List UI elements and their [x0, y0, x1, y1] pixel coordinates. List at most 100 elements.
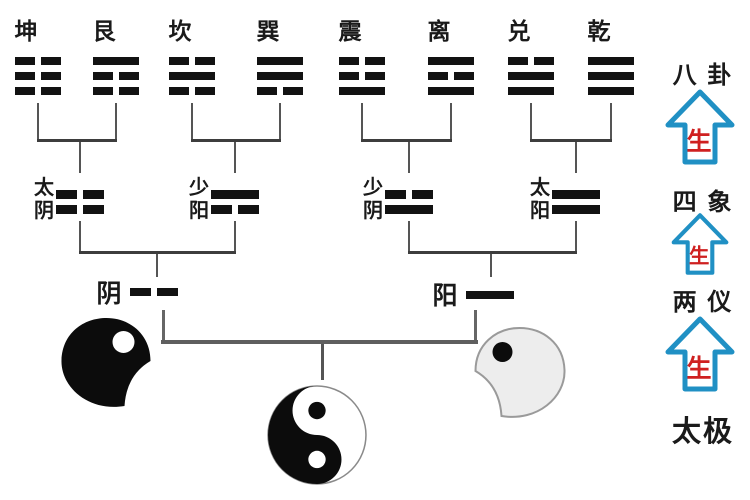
trigram-dui-line3-solid: [508, 87, 554, 95]
trigram-li-line3-solid: [428, 87, 474, 95]
connector-line: [156, 254, 158, 277]
four-image-name-taiyin: 太: [34, 177, 54, 199]
trigram-name-kan: 坎: [168, 18, 192, 44]
trigram-qian-line1: [588, 57, 634, 65]
trigram-gen-line3-broken-seg: [119, 87, 139, 95]
connector-line: [37, 139, 117, 142]
trigram-name-qian: 乾: [587, 18, 611, 44]
two-form-name-yin: 阴: [96, 280, 122, 308]
trigram-qian-line2-solid: [588, 72, 634, 80]
trigram-kun-line2-broken-seg: [15, 72, 35, 80]
trigram-kun-line1-broken-seg: [15, 57, 35, 65]
two-form-yang-line: [466, 291, 514, 299]
connector-line: [279, 103, 281, 139]
trigram-li-line1: [428, 57, 474, 65]
connector-line: [320, 344, 324, 380]
four-image-shaoyang-line1: [211, 190, 259, 199]
trigram-zhen-line3-solid: [339, 87, 385, 95]
connector-line: [575, 221, 577, 251]
four-image-name-taiyang: 阳: [530, 200, 550, 222]
trigram-zhen-line2-broken-seg: [365, 72, 385, 80]
four-image-taiyin-line2-broken-seg: [83, 205, 104, 214]
trigram-gen-line3-broken-seg: [93, 87, 113, 95]
trigram-xun-line3-broken-seg: [257, 87, 277, 95]
trigram-kan-line3-broken-seg: [195, 87, 215, 95]
trigram-kan-line1-broken-seg: [169, 57, 189, 65]
level-label-sixiang: 四 象: [672, 189, 734, 216]
four-image-shaoyang-line2: [211, 205, 259, 214]
connector-line: [79, 142, 81, 173]
trigram-zhen-line2-broken-seg: [339, 72, 359, 80]
trigram-gen-line1-solid: [93, 57, 139, 65]
four-image-taiyang-line2: [552, 205, 600, 214]
connector-line: [408, 142, 410, 173]
trigram-name-li: 离: [427, 18, 451, 44]
connector-line: [361, 139, 452, 142]
trigram-gen-line2: [93, 72, 139, 80]
trigram-name-dui: 兑: [507, 18, 531, 44]
connector-line: [161, 340, 478, 344]
trigram-li-line2: [428, 72, 474, 80]
two-form-name-yang: 阳: [432, 282, 458, 310]
four-image-shaoyin-line1-broken-seg: [412, 190, 433, 199]
generates-arrow-icon: 生: [665, 89, 735, 165]
trigram-zhen-line2: [339, 72, 385, 80]
trigram-kan-line3: [169, 87, 215, 95]
four-image-taiyang-line1-solid: [552, 190, 600, 199]
four-image-taiyin-line1: [56, 190, 104, 199]
connector-line: [79, 221, 81, 251]
connector-line: [361, 103, 363, 139]
yin-fish-eye: [112, 331, 135, 353]
trigram-li-line2-broken-seg: [428, 72, 448, 80]
trigram-xun-line1-solid: [257, 57, 303, 65]
yang-fish-symbol: [474, 326, 566, 418]
connector-line: [79, 251, 236, 254]
yin-fish-symbol: [61, 318, 151, 407]
generates-arrow-icon: 生: [665, 316, 735, 392]
four-image-shaoyin-line2-solid: [385, 205, 433, 214]
trigram-xun-line2: [257, 72, 303, 80]
taiji-yin-dot: [308, 401, 326, 420]
trigram-dui-line1-broken-seg: [534, 57, 554, 65]
four-image-shaoyin-line1-broken-seg: [385, 190, 406, 199]
trigram-qian-line2: [588, 72, 634, 80]
trigram-kun-line3-broken-seg: [41, 87, 61, 95]
connector-line: [234, 221, 236, 251]
trigram-gen-line1: [93, 57, 139, 65]
trigram-gen-line3: [93, 87, 139, 95]
connector-line: [115, 103, 117, 139]
four-image-name-taiyang: 太: [530, 177, 550, 199]
connector-line: [530, 103, 532, 139]
level-label-taiji: 太极: [671, 416, 734, 448]
two-form-yin-line-broken-seg: [130, 288, 151, 296]
trigram-kun-line3: [15, 87, 61, 95]
trigram-kun-line2: [15, 72, 61, 80]
four-image-name-taiyin: 阴: [34, 200, 54, 222]
trigram-kun-line3-broken-seg: [15, 87, 35, 95]
four-image-name-shaoyang: 阳: [189, 200, 209, 222]
connector-line: [530, 139, 612, 142]
four-image-shaoyang-line2-broken-seg: [211, 205, 232, 214]
trigram-name-xun: 巽: [256, 18, 280, 44]
four-image-name-shaoyin: 少: [363, 177, 383, 199]
trigram-kan-line2: [169, 72, 215, 80]
connector-line: [37, 103, 39, 139]
four-image-taiyang-line2-solid: [552, 205, 600, 214]
level-label-bagua: 八 卦: [672, 62, 734, 89]
trigram-kan-line1: [169, 57, 215, 65]
trigram-kun-line1-broken-seg: [41, 57, 61, 65]
connector-line: [575, 142, 577, 173]
four-image-shaoyang-line1-solid: [211, 190, 259, 199]
trigram-li-line2-broken-seg: [454, 72, 474, 80]
trigram-name-kun: 坤: [14, 18, 38, 44]
trigram-li-line3: [428, 87, 474, 95]
trigram-zhen-line1-broken-seg: [339, 57, 359, 65]
four-image-shaoyin-line1: [385, 190, 433, 199]
trigram-kan-line3-broken-seg: [169, 87, 189, 95]
trigram-qian-line1-solid: [588, 57, 634, 65]
two-form-yang-line-solid: [466, 291, 514, 299]
trigram-dui-line3: [508, 87, 554, 95]
trigram-xun-line3: [257, 87, 303, 95]
generates-label: 生: [686, 355, 711, 383]
